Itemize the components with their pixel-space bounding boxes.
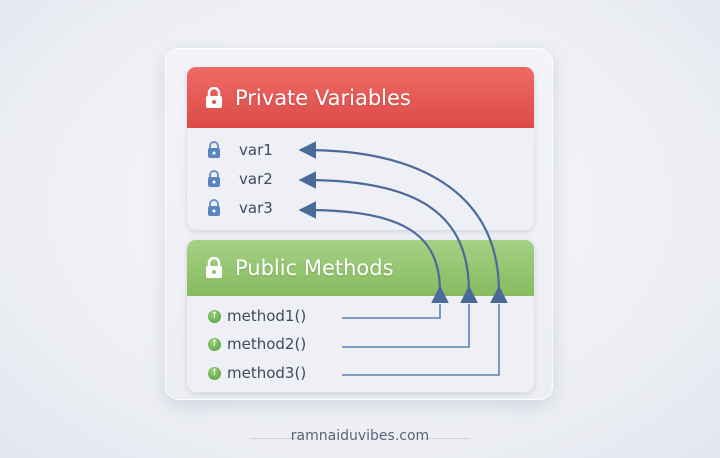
link-method2 (342, 304, 470, 348)
footer-watermark: ramnaiduvibes.com (290, 428, 430, 444)
method-item: ↑method3() (208, 364, 306, 382)
public-arrow-icon: ↑ (208, 366, 221, 380)
private-variables-header: Private Variables (187, 67, 534, 128)
lock-icon (206, 257, 222, 278)
footer-divider (420, 438, 470, 439)
private-variables-title: Private Variables (235, 85, 411, 110)
method-item: ↑method1() (208, 307, 306, 325)
lock-icon (208, 170, 220, 187)
variable-item: var2 (207, 170, 273, 188)
public-arrow-icon: ↑ (208, 309, 221, 323)
lock-icon (208, 199, 220, 216)
lock-icon (206, 86, 222, 108)
footer-divider (250, 438, 300, 439)
link-method3 (342, 304, 500, 376)
variable-item: var1 (207, 141, 273, 159)
lock-icon (208, 141, 220, 158)
method-item: ↑method2() (208, 335, 306, 353)
arrow-var1 (298, 141, 508, 304)
link-method1 (342, 304, 441, 319)
public-arrow-icon: ↑ (208, 337, 221, 351)
arrow-var2 (298, 171, 478, 304)
arrow-var3 (298, 201, 449, 304)
variable-item: var3 (207, 199, 273, 217)
